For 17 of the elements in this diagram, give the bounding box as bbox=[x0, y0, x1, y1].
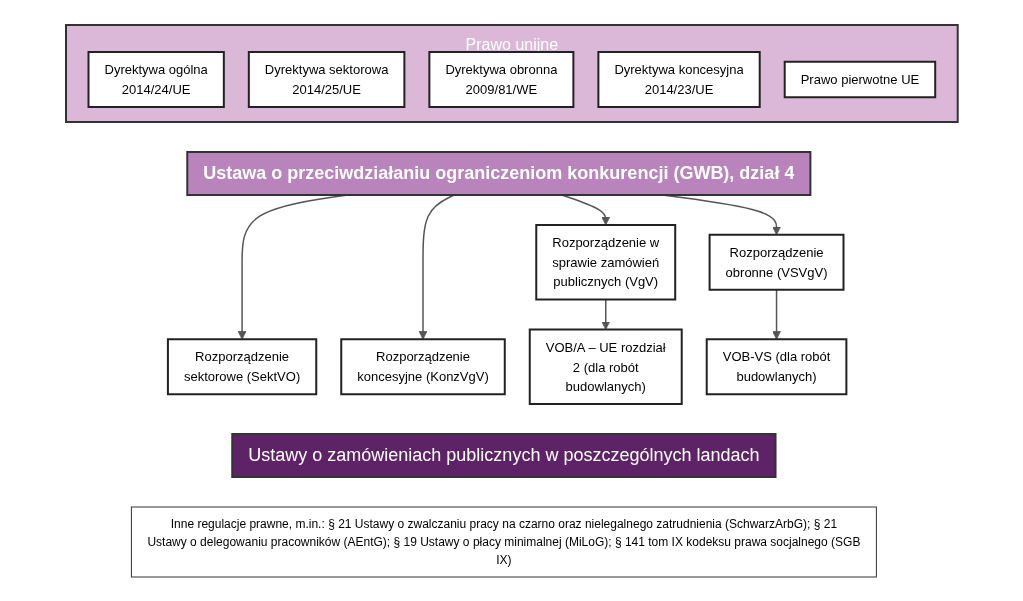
node-box: Ustawa o przeciwdziałaniu ograniczeniom konkurencji (GWB), dział 4 bbox=[185, 150, 812, 196]
node-box: Prawo pierwotne UE bbox=[783, 60, 936, 98]
node-box: Dyrektywa sektorowa 2014/25/UE bbox=[247, 50, 405, 108]
node-box: Ustawy o zamówieniach publicznych w poszczególnych landach bbox=[230, 432, 777, 478]
arrow bbox=[601, 298, 610, 330]
node-box: Dyrektywa koncesyjna 2014/23/UE bbox=[597, 50, 761, 108]
node-box: Dyrektywa ogólna 2014/24/UE bbox=[87, 50, 225, 108]
node-box: Rozporządzenie sektorowe (SektVO) bbox=[166, 337, 317, 395]
node-box: Dyrektywa obronna 2009/81/WE bbox=[428, 50, 574, 108]
node-box: Inne regulacje prawne, m.in.: § 21 Ustawy o zwalczaniu pracy na czarno oraz nielegalnego zatrudnienia (SchwarzArbG); § 21 Ustawy o delegowaniu pracowników (AEntG); § 19 Ustawy o płacy minimalnej (MiLoG); § 141 tom IX kodeksu prawa socjalnego (SGB IX) bbox=[130, 506, 877, 577]
arrow bbox=[771, 288, 781, 340]
node-box: Rozporządzenie koncesyjne (KonzVgV) bbox=[339, 337, 506, 395]
node-box: VOB-VS (dla robót budowlanych) bbox=[705, 337, 847, 395]
node-box: VOB/A – UE rozdział 2 (dla robót budowlanych) bbox=[528, 328, 683, 405]
arrow bbox=[418, 193, 455, 340]
node-box: Rozporządzenie obronne (VSVgV) bbox=[708, 233, 845, 291]
node-box: Rozporządzenie w sprawie zamówień publicznych (VgV) bbox=[534, 223, 676, 300]
